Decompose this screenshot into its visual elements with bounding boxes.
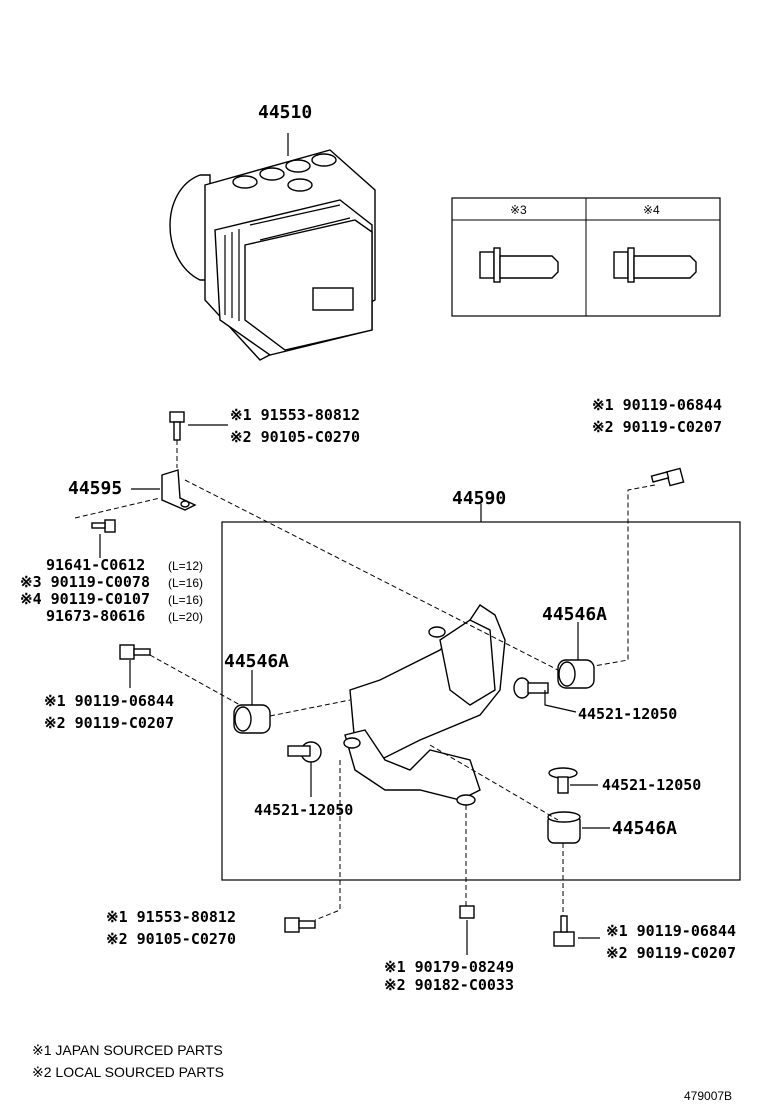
- label-screw-l20-length: (L=20): [168, 610, 203, 624]
- bolt-table-header-4: ※4: [643, 203, 660, 217]
- label-collar-left: 44521-12050: [254, 801, 353, 819]
- label-collar-right: 44521-12050: [578, 705, 677, 723]
- label-screw-l16b: ※4 90119-C0107: [20, 590, 150, 608]
- assembly-part-number: 44510: [258, 102, 312, 123]
- label-screw-l16b-length: (L=16): [168, 593, 203, 607]
- bolt-3-icon: [479, 247, 559, 283]
- bottom-right-bolt-icon: [553, 915, 575, 947]
- bolt-table: [451, 197, 721, 317]
- cushion-right-icon: [557, 659, 595, 689]
- assembly-dashed-lines: [74, 440, 656, 921]
- cushion-lower-icon: [547, 811, 581, 844]
- label-top-bolt-2: ※2 90105-C0270: [230, 428, 360, 446]
- abs-actuator-illustration: [169, 133, 376, 361]
- label-screw-l20: 91673-80616: [46, 607, 145, 625]
- right-bolt-icon: [650, 467, 685, 487]
- label-top-bolt-1: ※1 91553-80812: [230, 406, 360, 424]
- collar-right-icon: [513, 677, 549, 699]
- bolt-4-icon: [613, 247, 697, 283]
- bracket-group-part-number: 44590: [452, 488, 506, 509]
- label-left-bolt-1: ※1 90119-06844: [44, 692, 174, 710]
- label-right-bolt-2: ※2 90119-C0207: [592, 418, 722, 436]
- label-screw-l16a-length: (L=16): [168, 576, 203, 590]
- left-screw-icon: [91, 519, 116, 533]
- label-bottom-left-bolt-2: ※2 90105-C0270: [106, 930, 236, 948]
- label-right-bolt-1: ※1 90119-06844: [592, 396, 722, 414]
- label-bottom-left-bolt-1: ※1 91553-80812: [106, 908, 236, 926]
- label-bottom-right-bolt-2: ※2 90119-C0207: [606, 944, 736, 962]
- label-screw-l12-length: (L=12): [168, 559, 203, 573]
- bottom-mid-nut-icon: [459, 905, 475, 919]
- figure-code: 479007B: [684, 1089, 732, 1103]
- cushion-left-icon: [233, 704, 271, 734]
- label-cushion-right: 44546A: [542, 604, 607, 625]
- left-bolt-icon: [119, 644, 151, 660]
- legend-note-2: ※2 LOCAL SOURCED PARTS: [32, 1064, 224, 1080]
- label-cushion-left: 44546A: [224, 651, 289, 672]
- label-bottom-right-bolt-1: ※1 90119-06844: [606, 922, 736, 940]
- label-screw-l16a: ※3 90119-C0078: [20, 573, 150, 591]
- small-bracket-illustration: [161, 469, 197, 511]
- label-cushion-lower: 44546A: [612, 818, 677, 839]
- label-collar-lower: 44521-12050: [602, 776, 701, 794]
- top-bolt-icon: [169, 411, 185, 441]
- bolt-table-header-3: ※3: [510, 203, 527, 217]
- label-left-bolt-2: ※2 90119-C0207: [44, 714, 174, 732]
- bottom-left-bolt-icon: [284, 917, 316, 933]
- collar-lower-icon: [548, 767, 578, 794]
- label-bracket-small: 44595: [68, 478, 122, 499]
- label-bottom-mid-nut-1: ※1 90179-08249: [384, 958, 514, 976]
- main-bracket-illustration: [343, 604, 506, 806]
- label-bottom-mid-nut-2: ※2 90182-C0033: [384, 976, 514, 994]
- leader-lines: [99, 424, 610, 955]
- label-screw-l12: 91641-C0612: [46, 556, 145, 574]
- legend-note-1: ※1 JAPAN SOURCED PARTS: [32, 1042, 223, 1058]
- collar-left-icon: [287, 741, 322, 763]
